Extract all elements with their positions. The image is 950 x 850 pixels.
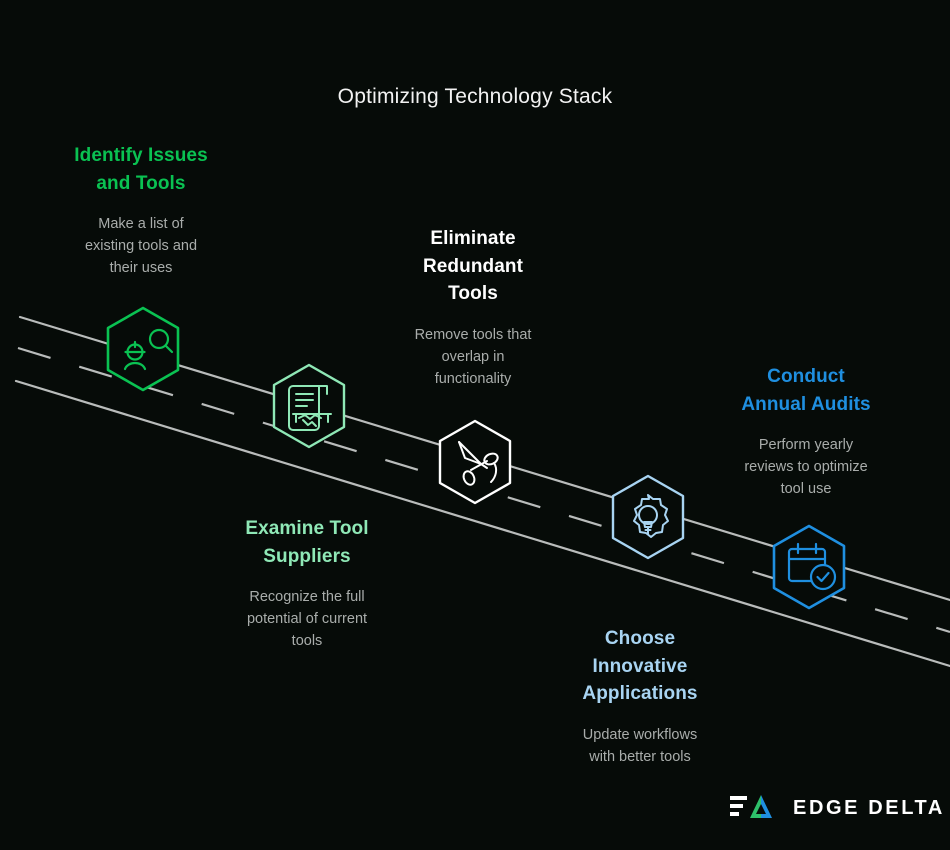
- hex-badge-identify-issues-and-tools[interactable]: [103, 305, 183, 393]
- edge-delta-logo[interactable]: EDGE DELTA: [730, 793, 945, 823]
- user-search-icon: [123, 328, 174, 371]
- edge-delta-mark-icon: [730, 795, 772, 818]
- calendar-check-icon: [787, 542, 837, 591]
- page-title: Optimizing Technology Stack: [337, 85, 613, 108]
- hex-badge-conduct-annual-audits[interactable]: [769, 523, 849, 611]
- scissors-cut-icon: [458, 441, 499, 486]
- hexagon-outline: [611, 474, 685, 560]
- gear-lightbulb-icon: [633, 494, 669, 538]
- hexagon-outline: [772, 524, 846, 610]
- document-handshake-icon: [288, 385, 332, 431]
- hex-badge-eliminate-redundant-tools[interactable]: [435, 418, 515, 506]
- hex-badge-examine-tool-suppliers[interactable]: [269, 362, 349, 450]
- hexagon-outline: [272, 363, 346, 449]
- edge-delta-wordmark: EDGE DELTA: [793, 796, 945, 819]
- road-edge-bottom: [14, 379, 950, 668]
- hex-badge-choose-innovative-applications[interactable]: [608, 473, 688, 561]
